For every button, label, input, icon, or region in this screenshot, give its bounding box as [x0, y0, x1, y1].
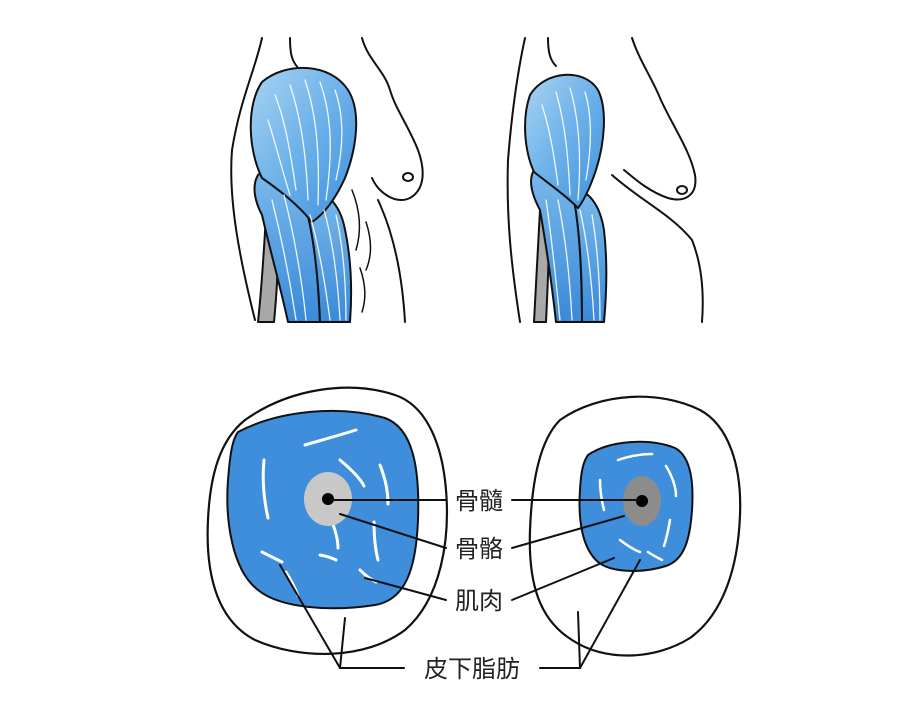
right-arm-illustration	[506, 37, 704, 323]
left-nipple	[402, 172, 414, 182]
label-subcutaneous-fat: 皮下脂肪	[424, 655, 520, 683]
left-arm-illustration	[230, 37, 424, 323]
left-marrow	[322, 493, 334, 505]
left-cross-section	[206, 386, 448, 656]
right-chest-outline	[623, 37, 697, 201]
left-rib-line-1	[351, 189, 361, 251]
left-torso-outline	[230, 37, 263, 321]
left-back-line	[289, 37, 301, 71]
label-muscle: 肌肉	[455, 587, 503, 615]
right-torso-outline	[506, 37, 526, 323]
leader-lines	[279, 499, 641, 669]
left-rib-line-2	[365, 221, 372, 271]
right-muscle-fibers	[541, 87, 601, 321]
left-torso-side	[377, 199, 406, 323]
left-muscle-fibers	[267, 79, 347, 321]
right-biceps-lower	[571, 188, 608, 323]
right-deltoid	[524, 73, 605, 209]
right-cross-section	[528, 395, 742, 657]
label-marrow: 骨髓	[455, 487, 503, 515]
right-muscle-highlights	[598, 452, 678, 562]
label-bone: 骨骼	[455, 535, 503, 563]
right-back-line	[547, 37, 557, 67]
left-rib-line-3	[359, 267, 366, 313]
right-torso-side	[611, 174, 704, 323]
right-marrow	[636, 495, 648, 507]
right-nipple	[676, 185, 688, 195]
left-chest-outline	[361, 37, 424, 201]
